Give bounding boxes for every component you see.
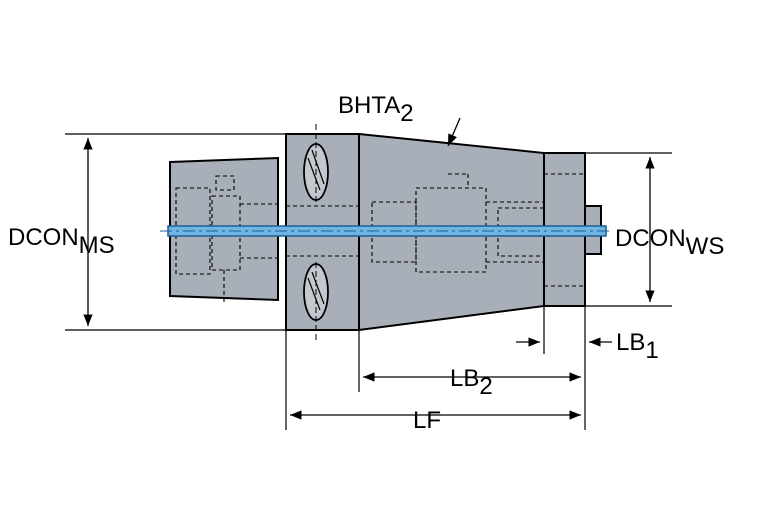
lf-label: LF (413, 407, 441, 434)
lb1-label: LB1 (616, 329, 659, 364)
dcon-ms-label: DCONMS (8, 224, 115, 259)
lb2-label: LB2 (450, 365, 493, 400)
drive-slots (303, 124, 329, 340)
dcon-ws-label: DCONWS (615, 225, 724, 260)
dimension-lines (83, 117, 655, 420)
bhta-leader (447, 117, 461, 147)
coolant-channel (160, 225, 612, 237)
extension-lines (65, 133, 672, 430)
bhta-label: BHTA2 (338, 92, 414, 127)
